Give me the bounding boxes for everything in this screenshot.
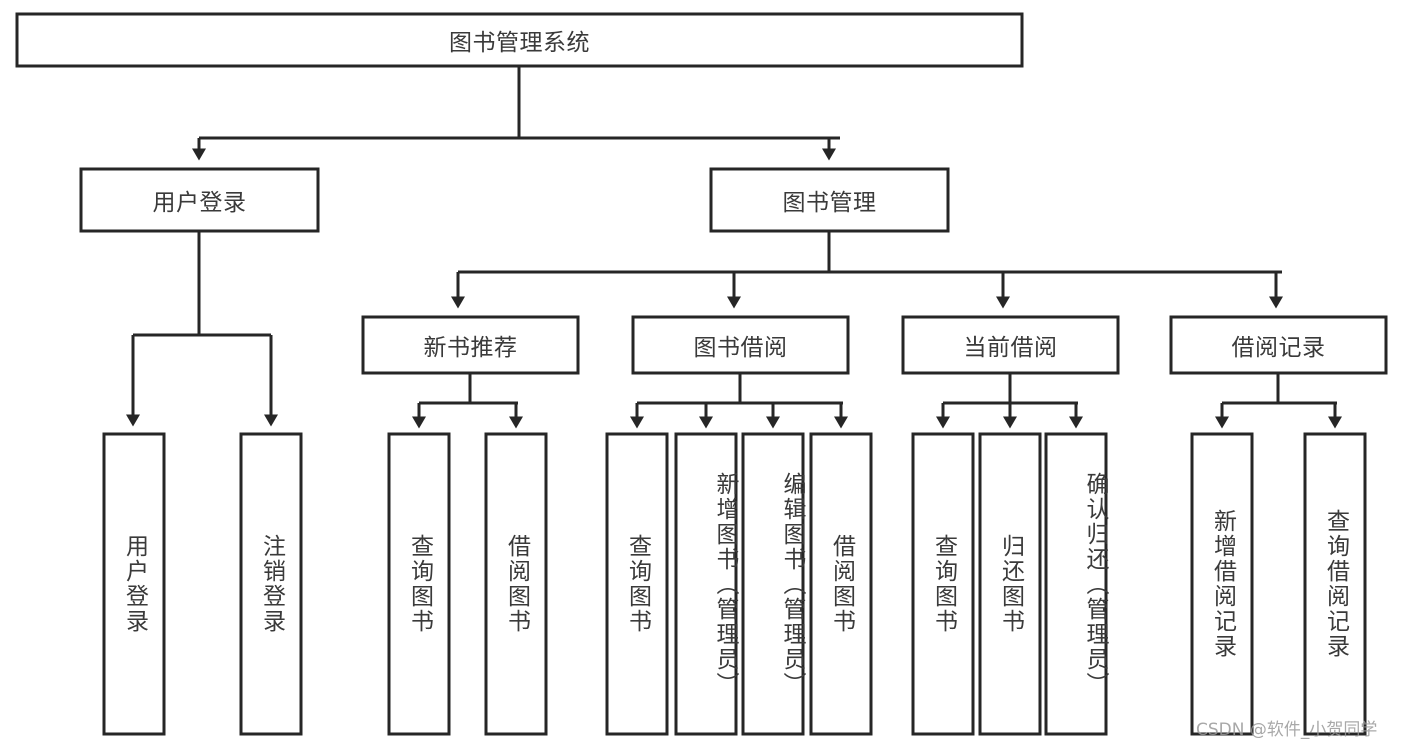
node-box-book-management[interactable] <box>709 167 950 233</box>
connector-new-book-recommend-to-leaves <box>412 374 523 429</box>
node-box-title[interactable] <box>15 12 1024 68</box>
node-box-leaf-user-login[interactable] <box>102 432 166 736</box>
node-box-leaf-confirm-return-admin[interactable] <box>1044 432 1108 736</box>
node-box-leaf-query-book-2[interactable] <box>605 432 669 736</box>
node-box-leaf-logout-login[interactable] <box>239 432 303 736</box>
node-box-leaf-add-book-admin[interactable] <box>674 432 738 736</box>
node-box-leaf-borrow-book-1[interactable] <box>484 432 548 736</box>
connector-borrow-record-to-leaves <box>1215 374 1342 429</box>
node-box-user-login[interactable] <box>79 167 320 233</box>
connector-current-borrow-to-leaves <box>936 374 1083 429</box>
node-box-leaf-return-book[interactable] <box>978 432 1042 736</box>
node-box-new-book-recommend[interactable] <box>361 315 580 375</box>
node-box-leaf-query-borrow-record[interactable] <box>1303 432 1367 736</box>
csdn-watermark: CSDN @软件_小贺同学 <box>1196 720 1378 740</box>
node-box-leaf-query-book-1[interactable] <box>387 432 451 736</box>
connector-book-borrow-to-leaves <box>630 374 848 429</box>
node-box-book-borrow[interactable] <box>631 315 850 375</box>
node-box-leaf-edit-book-admin[interactable] <box>741 432 805 736</box>
node-box-leaf-query-book-3[interactable] <box>911 432 975 736</box>
connector-root-to-level2 <box>192 66 840 161</box>
node-box-leaf-add-borrow-record[interactable] <box>1190 432 1254 736</box>
connector-user-login-to-leaves <box>126 232 278 427</box>
node-box-leaf-borrow-book-2[interactable] <box>809 432 873 736</box>
node-box-current-borrow[interactable] <box>901 315 1120 375</box>
connector-book-management-to-level3 <box>451 232 1283 309</box>
node-box-borrow-record[interactable] <box>1169 315 1388 375</box>
